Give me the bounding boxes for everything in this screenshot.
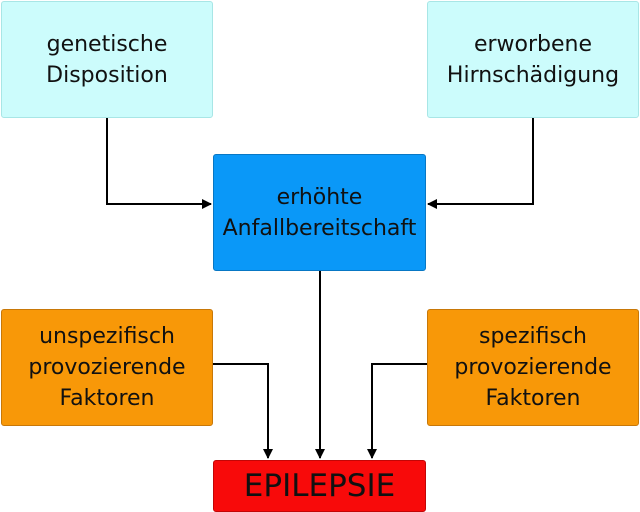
genetic-line2: Disposition — [46, 62, 168, 88]
epilepsie-box: EPILEPSIE — [213, 460, 426, 512]
unspecific-line2: provozierende — [28, 355, 186, 380]
unspecific-line3: Faktoren — [59, 386, 155, 411]
specific-line2: provozierende — [454, 355, 612, 380]
genetic-line1: genetische — [46, 31, 168, 57]
central-line1: erhöhte — [276, 184, 363, 210]
unspecific-factors-box: unspezifisch provozierende Faktoren — [1, 309, 213, 426]
specific-factors-box: spezifisch provozierende Faktoren — [427, 309, 639, 426]
seizure-susceptibility-box: erhöhte Anfallbereitschaft — [213, 154, 426, 271]
epilepsie-label: EPILEPSIE — [243, 468, 396, 504]
arrow-acquired-to-central — [427, 118, 534, 209]
central-line2: Anfallbereitschaft — [222, 215, 417, 241]
acquired-line1: erworbene — [473, 31, 593, 57]
specific-line3: Faktoren — [485, 386, 581, 411]
arrow-unspecific-to-epilepsie — [213, 363, 273, 459]
arrow-genetic-to-central — [106, 118, 212, 209]
unspecific-line1: unspezifisch — [39, 324, 175, 349]
genetic-disposition-box: genetische Disposition — [1, 1, 213, 118]
specific-line1: spezifisch — [479, 324, 587, 349]
acquired-brain-damage-box: erworbene Hirnschädigung — [427, 1, 639, 118]
acquired-line2: Hirnschädigung — [446, 62, 620, 88]
arrow-specific-to-epilepsie — [367, 363, 427, 459]
